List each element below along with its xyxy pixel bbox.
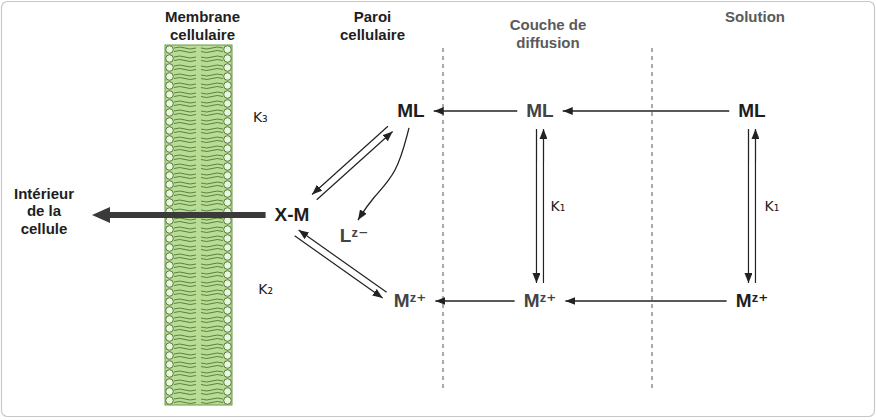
boundary-line xyxy=(443,48,444,388)
species-label: ML xyxy=(734,98,769,124)
species-label: X-M xyxy=(271,202,314,228)
flux-arrow xyxy=(435,301,514,302)
forward-arrow xyxy=(312,126,388,194)
node-text: Lᶻ⁻ xyxy=(340,225,369,247)
species-label: ML xyxy=(393,98,428,124)
column-heading: Paroi cellulaire xyxy=(325,8,420,44)
node-text: Mᶻ⁺ xyxy=(736,290,769,312)
node-text: ML xyxy=(526,100,553,122)
node-text: ML xyxy=(397,100,424,122)
uptake-arrow xyxy=(110,212,266,218)
reverse-arrow xyxy=(755,129,756,283)
column-heading: Couche de diffusion xyxy=(492,16,604,52)
diffusion-arrow xyxy=(434,110,518,111)
reverse-arrow xyxy=(543,129,544,283)
equilibrium-arrow xyxy=(748,129,755,283)
node-text: Intérieur de la cellule xyxy=(5,185,83,237)
rate-constant: K₁ xyxy=(549,198,568,215)
node-text: Mᶻ⁺ xyxy=(394,290,427,312)
forward-arrow xyxy=(536,129,537,283)
flux-arrow xyxy=(565,301,726,302)
lipid-bilayer xyxy=(165,45,232,405)
flux-arrow xyxy=(434,111,518,112)
diffusion-arrow xyxy=(435,300,514,301)
equilibrium-arrow xyxy=(536,129,543,283)
node-text: Mᶻ⁺ xyxy=(524,290,557,312)
forward-arrow xyxy=(748,129,749,283)
flux-arrow xyxy=(358,128,409,220)
equilibrium-arrow xyxy=(312,126,393,199)
flux-arrow xyxy=(110,215,266,216)
species-label: Mᶻ⁺ xyxy=(520,288,561,314)
species-label: ML xyxy=(522,98,557,124)
compartment-label: Intérieur de la cellule xyxy=(1,183,87,239)
forward-arrow xyxy=(295,236,383,298)
flux-arrow xyxy=(563,111,730,112)
rate-constant: K₁ xyxy=(763,198,782,215)
diffusion-arrow xyxy=(565,300,726,301)
column-heading: Solution xyxy=(700,8,810,26)
diffusion-arrow xyxy=(563,110,730,111)
species-label: Mᶻ⁺ xyxy=(390,288,431,314)
column-heading: Membrane cellulaire xyxy=(145,8,260,44)
node-text: ML xyxy=(738,100,765,122)
species-label: Lᶻ⁻ xyxy=(336,223,373,249)
node-text: X-M xyxy=(275,204,310,226)
boundary-line xyxy=(652,48,653,388)
species-label: Mᶻ⁺ xyxy=(732,288,773,314)
rate-constant: K₃ xyxy=(251,109,270,126)
rate-constant: K₂ xyxy=(256,281,275,298)
release-arrow xyxy=(358,128,409,220)
